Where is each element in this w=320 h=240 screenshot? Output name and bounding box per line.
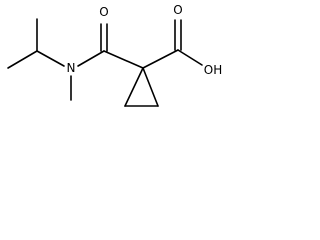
bond-nitrogen-to-carbonyl — [77, 50, 105, 67]
amide-oxygen-label: O — [99, 5, 108, 19]
chemical-structure-diagram: O N O OH — [7, 3, 222, 107]
bond-carbonyl-to-ring — [103, 50, 144, 69]
amide-nitrogen-label: N — [67, 61, 76, 75]
bond-isopropyl-methyl-upper — [7, 50, 38, 69]
bond-ring-right — [142, 67, 159, 107]
bond-ring-to-carboxyl — [142, 49, 179, 69]
bond-isopropyl-to-nitrogen — [36, 50, 65, 67]
hydroxyl-label: OH — [204, 63, 222, 77]
bond-carboxyl-to-hydroxyl — [177, 49, 203, 66]
acid-oxygen-label: O — [173, 3, 182, 17]
bond-ring-left — [124, 67, 144, 107]
